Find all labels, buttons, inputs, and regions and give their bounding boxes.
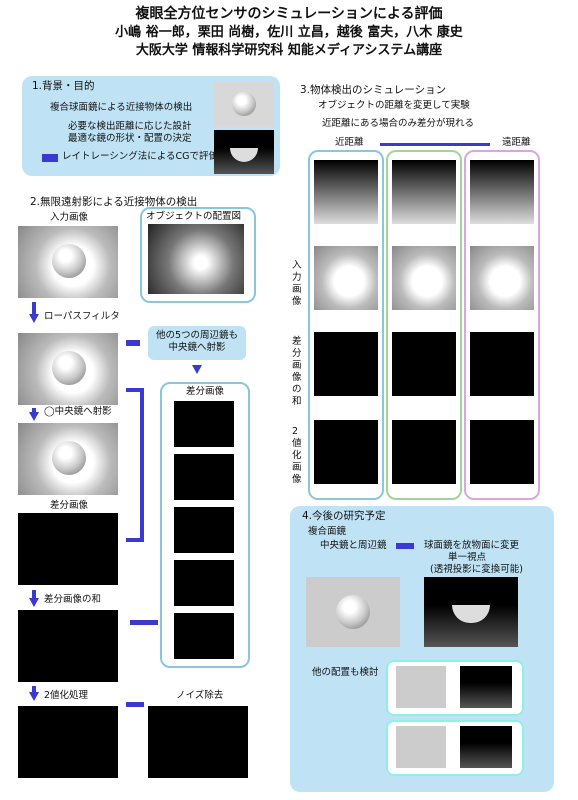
distance-arrow: [380, 143, 490, 146]
poster-title: 複眼全方位センサのシミュレーションによる評価: [135, 6, 443, 22]
section3-line1: オブジェクトの距離を変更して実験: [318, 100, 470, 111]
denoised-image: [148, 706, 248, 778]
diff-image-5: [174, 613, 234, 659]
near-binary-image: [314, 420, 378, 484]
diff-image-1: [174, 401, 234, 447]
cg-render-image: [214, 130, 274, 174]
mirror-image: [214, 82, 274, 127]
bracket-bottom: [126, 538, 140, 542]
arrow-right-icon: [42, 154, 58, 162]
mid-column-frame: [386, 150, 462, 500]
arrow-right-icon: [396, 543, 414, 549]
layout-label: オブジェクトの配置図: [146, 211, 242, 222]
future-render-image: [424, 577, 518, 647]
binarize-label: 2値化処理: [44, 690, 89, 701]
bracket-top: [126, 388, 140, 392]
row-diff-label: 差分画像の和: [292, 336, 302, 407]
section4-heading: 4.今後の研究予定: [302, 510, 386, 522]
layout-image: [148, 224, 244, 294]
far-column-frame: [464, 150, 540, 500]
bracket-line: [140, 388, 144, 542]
project-label: ◯中央鏡へ射影: [44, 406, 112, 417]
section1-line2: 必要な検出距離に応じた設計: [68, 121, 192, 132]
note-text: 他の5つの周辺鏡も中央鏡へ射影: [155, 330, 239, 353]
flow-arrow-shaft: [32, 302, 36, 316]
flow-arrow-shaft: [32, 590, 36, 600]
section4-line1: 複合面鏡: [308, 526, 347, 537]
section1-heading: 1.背景・目的: [32, 80, 95, 92]
far-diff-image: [470, 332, 534, 396]
far-input-image: [470, 246, 534, 310]
binary-image: [18, 706, 118, 778]
sum-image: [18, 610, 118, 682]
section4-right3: (透視投影に変換可能): [430, 564, 523, 575]
mid-scene-image: [392, 160, 456, 224]
diff-image-2: [174, 454, 234, 500]
lowpass-image: [18, 333, 118, 405]
near-label: 近距離: [335, 137, 364, 148]
layout-option-2: [386, 720, 524, 776]
note-box: [148, 326, 246, 360]
lowpass-label: ローパスフィルタ: [44, 311, 120, 322]
far-binary-image: [470, 420, 534, 484]
section2-heading: 2.無限遠射影による近接物体の検出: [30, 196, 198, 208]
future-mirror-image: [306, 577, 400, 647]
arrow-down-icon: [192, 365, 202, 374]
sum-label: 差分画像の和: [44, 594, 102, 605]
mid-diff-image: [392, 332, 456, 396]
input-image-label: 入力画像: [50, 212, 89, 223]
near-input-image: [314, 246, 378, 310]
arrow-left-icon: [130, 620, 158, 625]
section4-line2: 中央鏡と周辺鏡: [320, 540, 387, 551]
near-diff-image: [314, 332, 378, 396]
section4-right2: 単一視点: [448, 552, 487, 563]
other-layout-label: 他の配置も検討: [312, 667, 379, 678]
diff-label: 差分画像: [50, 500, 89, 511]
input-image: [18, 226, 118, 298]
diff-image-3: [174, 507, 234, 553]
affiliation: 大阪大学 情報科学研究科 知能メディアシステム講座: [135, 43, 443, 58]
near-column-frame: [308, 150, 384, 500]
section3-heading: 3.物体検出のシミュレーション: [300, 84, 447, 96]
layout-option-1: [386, 660, 524, 716]
arrow-down-icon: [29, 692, 39, 701]
mid-binary-image: [392, 420, 456, 484]
section3-line2: 近距離にある場合のみ差分が現れる: [322, 118, 475, 129]
arrow-down-icon: [29, 412, 39, 421]
far-scene-image: [470, 160, 534, 224]
arrow-down-icon: [29, 314, 39, 323]
flow-arrow-shaft: [32, 686, 36, 694]
diff-column-label: 差分画像: [186, 386, 225, 397]
row-input-label: 入力画像: [292, 260, 302, 307]
projected-image: [18, 423, 118, 495]
arrow-right-icon: [126, 702, 144, 707]
mid-input-image: [392, 246, 456, 310]
diff-image: [18, 513, 118, 585]
arrow-right-icon: [126, 340, 140, 346]
arrow-down-icon: [29, 598, 39, 607]
section4-right1: 球面鏡を放物面に変更: [424, 540, 520, 551]
row-binary-label: 2値化画像: [292, 426, 302, 485]
section1-line4: レイトレーシング法によるCGで評価: [62, 151, 219, 162]
noise-label: ノイズ除去: [176, 690, 224, 701]
far-label: 遠距離: [502, 137, 531, 148]
diff-image-4: [174, 560, 234, 606]
authors: 小嶋 裕一郎，栗田 尚樹，佐川 立昌，越後 富夫，八木 康史: [115, 25, 463, 40]
section1-line3: 最適な鏡の形状・配置の決定: [68, 133, 192, 144]
near-scene-image: [314, 160, 378, 224]
section1-line1: 複合球面鏡による近接物体の検出: [50, 102, 193, 113]
